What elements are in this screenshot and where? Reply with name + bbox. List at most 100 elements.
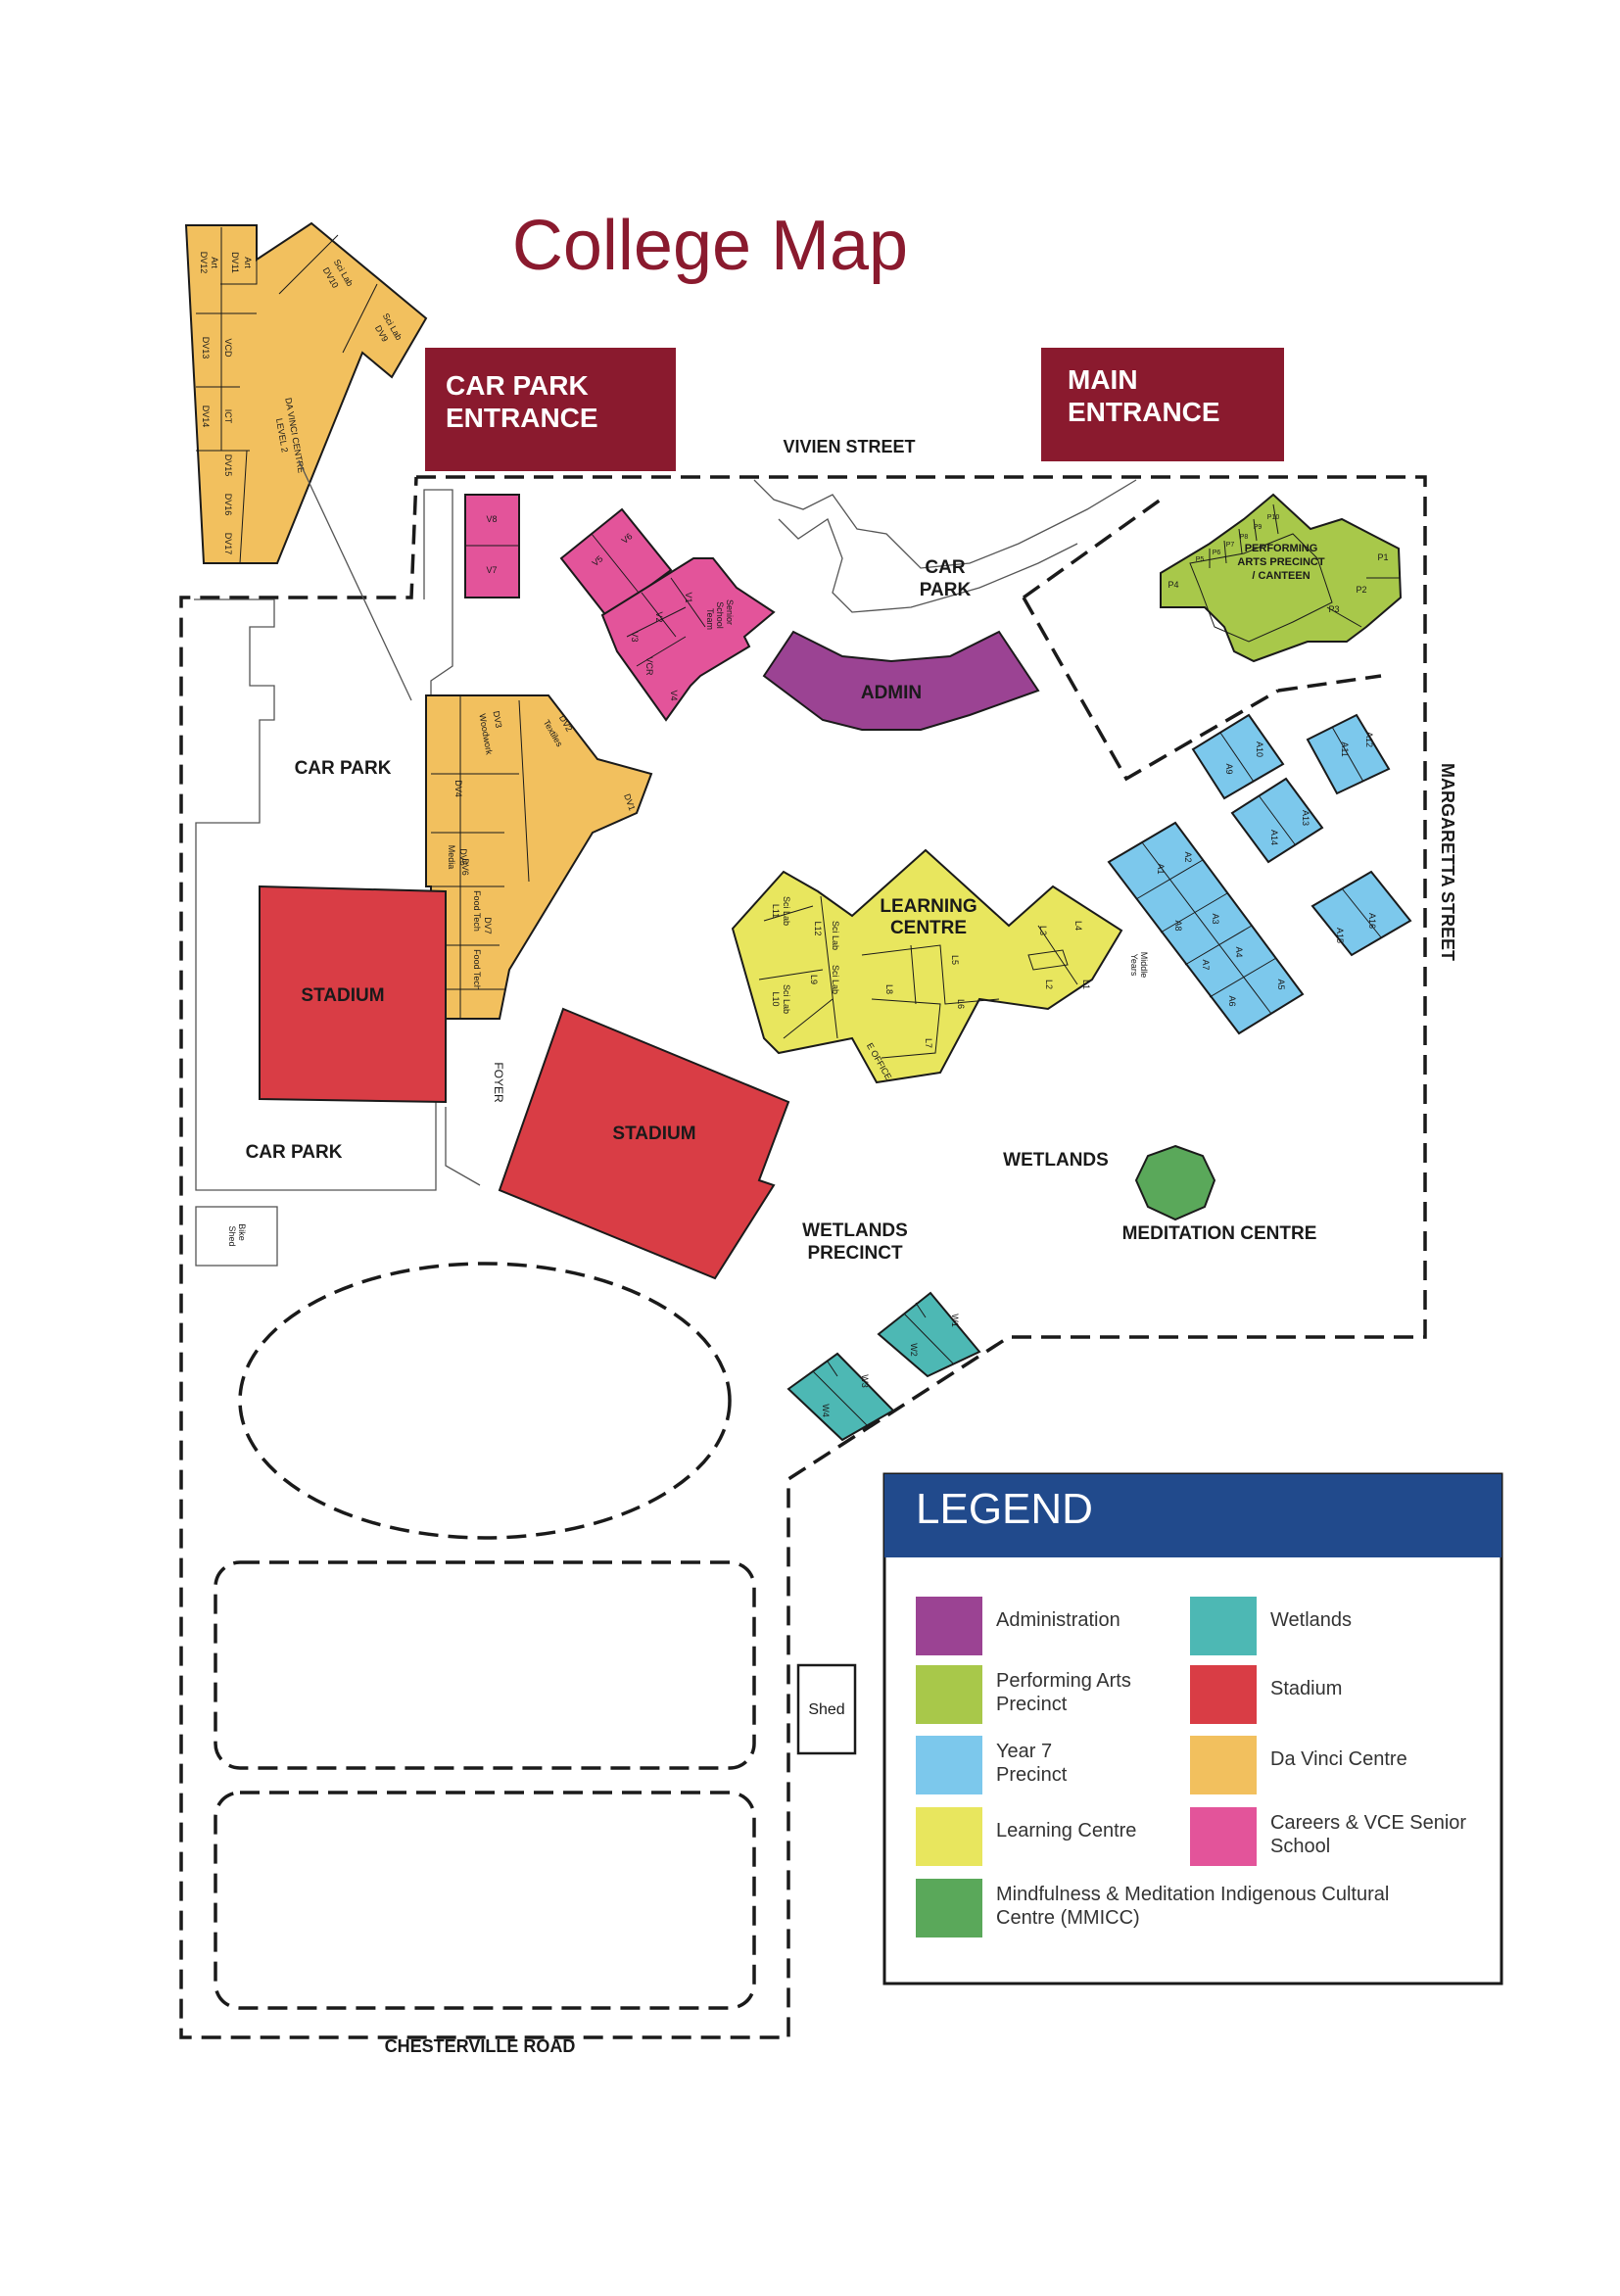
main-entrance-label-2: ENTRANCE — [1068, 397, 1220, 427]
svg-text:Middle: Middle — [1139, 952, 1149, 979]
svg-text:P7: P7 — [1226, 542, 1235, 549]
wetlands-precinct-label-1: WETLANDS — [802, 1220, 908, 1241]
legend-swatch — [1190, 1665, 1257, 1724]
legend-item: Learning Centre — [916, 1807, 1136, 1866]
main-entrance-label-1: MAIN — [1068, 364, 1138, 395]
legend-swatch — [916, 1665, 982, 1724]
svg-text:LEARNING: LEARNING — [880, 896, 977, 917]
svg-text:W2: W2 — [909, 1343, 919, 1357]
legend-item: Wetlands — [1190, 1597, 1352, 1655]
svg-text:A7: A7 — [1201, 959, 1211, 970]
meditation-centre-label: MEDITATION CENTRE — [1122, 1223, 1317, 1244]
legend-swatch — [1190, 1736, 1257, 1794]
svg-text:P10: P10 — [1267, 514, 1280, 521]
legend-swatch — [916, 1807, 982, 1866]
svg-text:DV14: DV14 — [201, 406, 211, 428]
wetlands-precinct-label-2: PRECINCT — [807, 1243, 903, 1264]
meditation-centre-building — [1134, 1144, 1216, 1221]
legend-swatch — [916, 1597, 982, 1655]
svg-text:ICT: ICT — [223, 409, 233, 424]
svg-text:A8: A8 — [1173, 920, 1183, 931]
svg-text:A5: A5 — [1276, 979, 1286, 989]
svg-text:CENTRE: CENTRE — [890, 918, 967, 938]
legend-item: Stadium — [1190, 1665, 1342, 1724]
legend-label: Careers & VCE Senior — [1270, 1812, 1466, 1834]
car-park-outline — [753, 479, 1137, 613]
svg-text:STADIUM: STADIUM — [612, 1124, 695, 1144]
svg-text:P2: P2 — [1356, 585, 1366, 595]
svg-text:L11: L11 — [771, 904, 781, 918]
svg-text:P5: P5 — [1196, 556, 1205, 563]
car-park-top-label-1: CAR — [925, 557, 965, 578]
svg-text:A3: A3 — [1211, 913, 1220, 924]
svg-text:DV3: DV3 — [492, 710, 504, 729]
svg-text:Sci Lab: Sci Lab — [782, 896, 791, 926]
svg-text:Sci Lab: Sci Lab — [782, 984, 791, 1014]
da-vinci-level2-building: Art DV11 Art DV12 Sci Lab DV10 Sci Lab D… — [184, 221, 428, 564]
svg-text:A1: A1 — [1156, 863, 1166, 874]
svg-text:A13: A13 — [1301, 810, 1310, 826]
svg-text:ADMIN: ADMIN — [861, 683, 922, 703]
svg-text:Sci Lab: Sci Lab — [831, 965, 840, 994]
running-track — [238, 1262, 732, 1540]
sports-court-1 — [214, 1560, 756, 1770]
svg-text:A9: A9 — [1224, 763, 1234, 774]
svg-text:Years: Years — [1129, 954, 1139, 977]
svg-text:V2: V2 — [654, 611, 664, 622]
svg-text:L1: L1 — [1081, 980, 1091, 989]
svg-text:L4: L4 — [1073, 921, 1083, 931]
svg-text:V4: V4 — [669, 690, 679, 700]
wetlands-label: WETLANDS — [1003, 1150, 1109, 1171]
stadium-1: STADIUM — [259, 885, 447, 1104]
road-margaretta-street: MARGARETTA STREET — [1438, 763, 1457, 961]
svg-text:Art: Art — [243, 257, 253, 268]
svg-text:DV6: DV6 — [460, 858, 470, 876]
svg-text:V3: V3 — [630, 631, 640, 642]
car-park-entrance-label-1: CAR PARK — [446, 370, 589, 401]
svg-text:Art: Art — [210, 257, 219, 268]
svg-text:W1: W1 — [950, 1314, 960, 1327]
performing-arts-boundary — [1022, 498, 1382, 782]
legend-label: Precinct — [996, 1764, 1068, 1786]
svg-text:Team: Team — [705, 608, 715, 630]
svg-text:Shed: Shed — [808, 1701, 844, 1718]
svg-text:DV7: DV7 — [483, 917, 493, 934]
svg-text:L10: L10 — [771, 991, 781, 1006]
svg-text:VCR: VCR — [644, 656, 654, 676]
svg-text:A16: A16 — [1367, 913, 1377, 929]
svg-text:DV11: DV11 — [230, 252, 240, 273]
svg-text:V7: V7 — [486, 565, 497, 575]
svg-text:A11: A11 — [1340, 741, 1350, 756]
admin-building: ADMIN — [762, 630, 1040, 731]
walkway-line — [298, 459, 412, 701]
svg-text:Food Tech: Food Tech — [472, 949, 482, 990]
svg-text:DV16: DV16 — [223, 494, 233, 516]
svg-text:L6: L6 — [956, 999, 966, 1009]
svg-text:DV4: DV4 — [453, 780, 463, 797]
svg-text:Senior: Senior — [725, 599, 735, 625]
svg-text:P6: P6 — [1213, 550, 1221, 556]
legend-swatch — [916, 1879, 982, 1937]
svg-text:DV5: DV5 — [458, 848, 468, 866]
legend-label: Centre (MMICC) — [996, 1907, 1140, 1929]
legend-label: Administration — [996, 1609, 1120, 1631]
svg-text:L12: L12 — [813, 921, 823, 935]
svg-text:A15: A15 — [1335, 928, 1345, 943]
legend-label: Year 7 — [996, 1741, 1052, 1762]
svg-text:Sci Lab: Sci Lab — [831, 921, 840, 950]
svg-text:P9: P9 — [1254, 524, 1263, 531]
svg-text:A6: A6 — [1227, 995, 1237, 1006]
legend-title: LEGEND — [916, 1485, 1093, 1533]
legend-label: Learning Centre — [996, 1820, 1136, 1842]
car-park-bottom-label: CAR PARK — [246, 1142, 343, 1163]
sports-court-2 — [214, 1791, 756, 2010]
main-entrance: MAIN ENTRANCE — [1041, 348, 1284, 461]
road-vivien-street: VIVIEN STREET — [783, 437, 915, 456]
legend-label: Wetlands — [1270, 1609, 1352, 1631]
legend-label: Stadium — [1270, 1678, 1342, 1699]
